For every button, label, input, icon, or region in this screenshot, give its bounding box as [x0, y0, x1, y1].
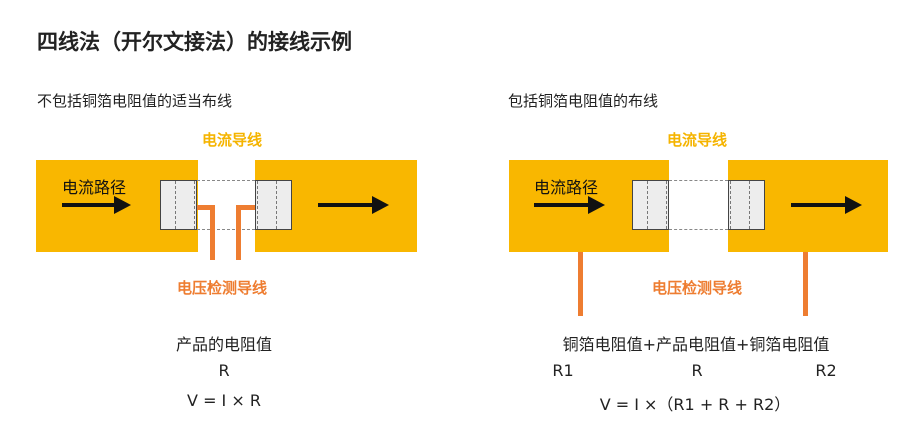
right-subtitle: 包括铜箔电阻值的布线 [508, 92, 659, 110]
left-subtitle: 不包括铜箔电阻值的适当布线 [37, 92, 233, 110]
right-symbol-r2: R2 [815, 361, 837, 380]
right-voltage-lead-left [578, 252, 583, 316]
right-component-outline-top [669, 180, 728, 181]
left-voltage-lead-left [210, 205, 215, 260]
right-terminal-right [728, 180, 765, 230]
right-terminal-left [632, 180, 669, 230]
left-terminal-left [160, 180, 197, 230]
right-current-lead-label: 电流导线 [666, 131, 728, 149]
page-title: 四线法（开尔文接法）的接线示例 [37, 30, 352, 54]
left-measured-value: 产品的电阻值 [175, 335, 273, 354]
left-symbol-r: R [218, 361, 230, 380]
right-component-outline-bottom [669, 229, 728, 230]
left-formula: V = I × R [187, 391, 261, 410]
right-voltage-lead-right [803, 252, 808, 316]
left-voltage-lead-label: 电压检测导线 [176, 279, 268, 297]
right-current-path-label: 电流路径 [534, 178, 599, 197]
right-formula: V = I ×（R1 + R + R2） [599, 395, 791, 414]
right-symbol-r: R [691, 361, 703, 380]
left-current-path-label: 电流路径 [62, 178, 127, 197]
left-component-outline-top [197, 180, 255, 181]
left-voltage-lead-right [236, 205, 241, 260]
left-current-lead-label: 电流导线 [201, 131, 263, 149]
right-measured-value: 铜箔电阻值+产品电阻值+铜箔电阻值 [562, 335, 830, 354]
right-voltage-lead-label: 电压检测导线 [651, 279, 743, 297]
right-symbol-r1: R1 [552, 361, 574, 380]
left-component-outline-bottom [197, 229, 255, 230]
left-terminal-right [255, 180, 292, 230]
